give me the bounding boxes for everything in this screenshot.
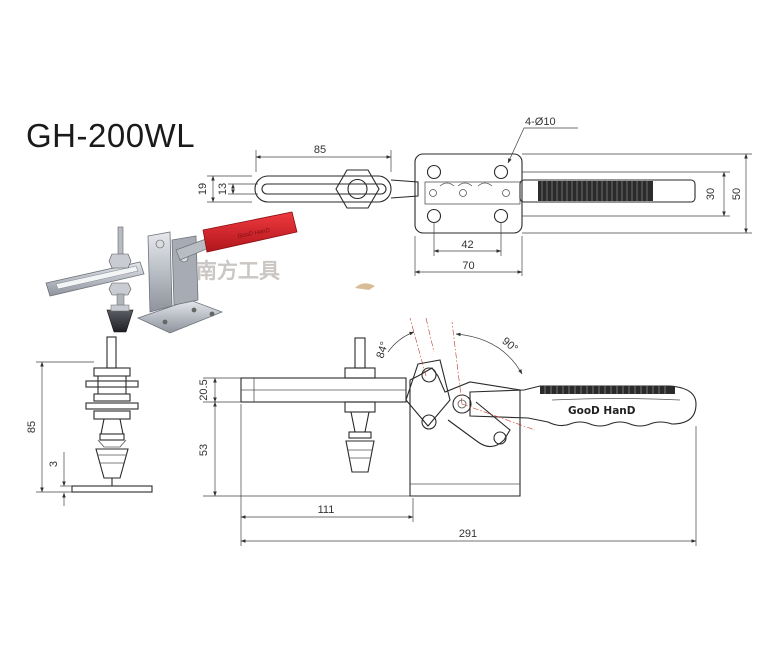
front-handle-brand: GooD HanD — [568, 405, 636, 417]
center-line-84 — [425, 317, 435, 353]
render-base-hole — [162, 319, 168, 325]
top-hinge-body — [424, 181, 521, 205]
center-line-vertical — [409, 317, 427, 377]
render-body-left — [147, 231, 173, 313]
front-pin-4 — [493, 431, 507, 445]
render-base-hole — [191, 307, 197, 313]
dim-19: 19 — [197, 183, 209, 195]
side-rubber-tip — [95, 448, 129, 479]
top-handle-grip — [538, 181, 653, 201]
dim-111: 111 — [318, 504, 335, 516]
side-spindle-top — [106, 336, 117, 369]
render-pivot — [155, 239, 165, 249]
render-nut — [108, 282, 132, 296]
front-pin-2 — [421, 414, 437, 430]
front-pin-3-inner — [457, 399, 467, 409]
side-nut-top — [93, 367, 131, 377]
dim-20-5: 20.5 — [198, 379, 210, 400]
side-flange-bottom — [85, 402, 139, 410]
front-grip-ridges — [544, 386, 666, 394]
mount-hole-4 — [493, 208, 509, 224]
side-collar — [99, 433, 125, 441]
side-nut-bottom — [93, 410, 131, 420]
top-grip-ridges — [541, 181, 648, 201]
mount-hole-3 — [426, 208, 442, 224]
front-nut-bottom — [344, 401, 376, 413]
top-pin-2 — [459, 189, 467, 197]
dim-291: 291 — [459, 528, 477, 540]
dim-42: 42 — [461, 239, 473, 251]
dim-85-top: 85 — [314, 144, 326, 156]
top-base-plate — [414, 153, 523, 234]
render-rubber-tip — [106, 309, 134, 333]
side-flange-top — [85, 380, 139, 388]
side-nut-mid — [93, 393, 131, 402]
mount-hole-1 — [426, 164, 442, 180]
dim-3: 3 — [48, 461, 60, 467]
front-rubber-tip — [345, 440, 375, 473]
front-handle — [469, 385, 697, 427]
dim-angle-90: 90° — [499, 335, 519, 355]
side-body-walls — [97, 376, 127, 394]
side-neck — [100, 418, 124, 435]
dim-hole-spec: 4-Ø10 — [525, 116, 556, 128]
front-neck — [350, 411, 370, 433]
dim-angle-84: 84° — [374, 340, 391, 360]
dim-13: 13 — [217, 183, 229, 195]
dim-53: 53 — [198, 444, 210, 456]
render-spindle-bottom — [116, 293, 125, 307]
center-line-handle — [461, 403, 536, 431]
front-link-plate — [405, 359, 451, 427]
side-tip-top — [97, 439, 127, 448]
top-bar-slot — [261, 183, 387, 195]
side-view: 85 3 — [26, 336, 153, 506]
watermark-icon — [355, 283, 375, 290]
front-lower-link — [447, 401, 511, 448]
front-pin-3 — [452, 394, 472, 414]
product-render: GooD HanD — [45, 211, 298, 334]
render-bar-slot — [55, 265, 139, 290]
dim-50: 50 — [731, 188, 743, 200]
side-tip-ridges — [97, 454, 127, 464]
front-view: GooD HanD 84° 90° 20.5 53 111 291 — [198, 317, 697, 546]
hex-nut — [335, 169, 380, 209]
front-spindle-top — [354, 337, 366, 369]
side-base — [71, 485, 153, 493]
top-pin-1 — [429, 189, 437, 197]
render-nut — [108, 253, 132, 269]
top-arm-link — [390, 179, 419, 199]
front-tip-ridges — [347, 449, 373, 459]
render-red-handle — [202, 211, 298, 253]
top-bar-outline — [254, 175, 392, 203]
dim-85-side: 85 — [26, 421, 38, 433]
front-nut-top — [344, 367, 376, 379]
mount-hole-2 — [493, 164, 509, 180]
front-collar — [348, 431, 372, 439]
watermark-text: 南方工具 — [196, 258, 280, 283]
front-pin-1 — [421, 367, 437, 383]
product-title: GH-200WL — [26, 117, 196, 154]
render-tip-collar — [110, 304, 130, 312]
top-view: 85 19 13 4-Ø10 42 70 30 50 — [197, 116, 752, 276]
center-line-90 — [451, 321, 463, 405]
hex-nut-bore — [347, 178, 368, 200]
front-handle-edge — [551, 398, 681, 401]
render-base-hole — [209, 311, 215, 317]
top-hinge-detail — [439, 182, 493, 187]
front-handle-grip — [540, 386, 675, 394]
top-handle — [519, 179, 696, 203]
top-pin-3 — [502, 189, 510, 197]
dim-70: 70 — [462, 260, 474, 272]
render-base — [136, 299, 224, 334]
dim-30: 30 — [705, 188, 717, 200]
